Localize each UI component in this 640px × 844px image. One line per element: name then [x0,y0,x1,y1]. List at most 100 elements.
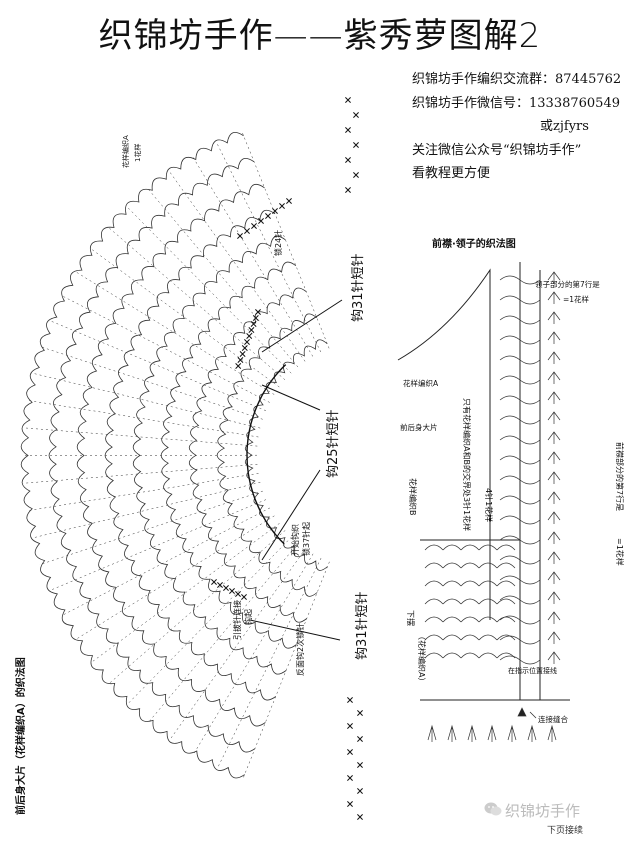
fan-spoke [31,372,261,429]
label-mark-position: 在指示位置接线 [508,666,557,675]
fan-spoke [39,490,263,565]
fan-stitch [547,511,561,524]
fan-ring [48,157,256,753]
x-stitch-mark [347,723,353,729]
label-seam: 连接缝合 [538,714,568,724]
bottom-fan-stitch [487,724,497,742]
fan-stitch [547,391,561,404]
x-stitch-mark [345,187,351,193]
hem-loop [496,652,516,659]
x-stitch-mark [217,582,223,588]
fan-stitch [547,291,561,304]
fan-spoke [60,294,270,403]
fan-spoke [74,515,275,641]
hem-loop [496,562,516,569]
fan-x-marks [211,97,363,820]
label-pattern-a-paren: （花样编织A） [417,632,427,685]
x-stitch-mark [272,208,278,214]
fan-stitch [547,471,561,484]
fan-spoke [169,548,306,741]
fan-spoke [107,530,286,685]
page-title: 织锦坊手作——紫秀萝图解2 [98,16,542,56]
label-hem: 下摆 [406,610,416,626]
hem-loop [460,616,480,623]
hem-loop [478,616,498,623]
fan-stitch [547,431,561,444]
fan-spoke [147,543,299,724]
chain-loop [499,355,541,365]
fan-spoke [39,346,263,420]
x-stitch-mark [241,345,248,351]
front-collar-chart [397,262,570,742]
public-account-line: 关注微信公众号“织锦坊手作” [412,142,582,158]
x-stitch-mark [255,309,261,315]
x-stitch-mark [244,228,250,234]
x-stitch-mark [235,363,242,369]
fan-spoke [126,536,292,705]
label-37-chain: 锁37针起 [301,522,311,556]
fan-stitch [547,491,561,504]
chain-loop [499,595,541,605]
fan-stitch [547,271,561,284]
hem-loop [496,616,516,623]
chain-loop [499,415,541,425]
hem-loop [496,580,516,587]
wechat-icon [484,802,502,816]
hem-loop [460,652,480,659]
fan-ring [76,183,266,727]
fan-stitch [547,331,561,344]
hem-loop [460,544,480,551]
hem-loop [442,544,462,551]
chain-loop [499,515,541,525]
seam-pointer [529,711,537,719]
fan-ring [132,235,287,675]
chain-loop [499,455,541,465]
contact-info: 织锦坊手作编织交流群：87445762 织锦坊手作微信号：13338760549… [412,68,637,186]
x-stitch-mark [345,157,351,163]
bottom-fan-stitch [467,724,477,742]
x-stitch-mark [250,321,257,327]
x-stitch-mark [237,357,244,363]
x-stitch-mark [251,223,257,229]
label-collar-row-side: 前襟部分的第7行是 [615,442,625,511]
x-stitch-mark [347,775,353,781]
x-stitch-mark [229,588,235,594]
chain-loop [499,575,541,585]
label-start: 开始钩织 [290,524,300,556]
fan-stitch [547,451,561,464]
label-pattern-a-right: 花样编织A [403,378,439,388]
label-four-stitch: 4针1花样 [484,488,494,522]
label-one-pattern: 1花样 [133,144,142,162]
fan-stitch [547,631,561,644]
hem-loop [478,598,498,605]
hem-loop [460,562,480,569]
fan-spoke [89,247,280,388]
hem-loop [442,580,462,587]
x-stitch-mark [357,814,363,820]
chain-loop [499,315,541,325]
qq-group-line: 织锦坊手作编织交流群：87445762 [412,72,622,87]
label-one-pattern-right: =1花样 [563,294,590,304]
hem-loop [496,634,516,641]
x-stitch-mark [252,315,259,321]
x-stitch-mark [357,788,363,794]
chain-loop [499,295,541,305]
hem-loop [442,598,462,605]
hem-loop [496,544,516,551]
x-stitch-mark [223,585,229,591]
fan-spoke [31,482,261,539]
chain-loop [499,535,541,545]
leader-lines [249,299,343,641]
hem-loop [442,562,462,569]
x-stitch-mark [246,333,253,339]
tutorial-line: 看教程更方便 [412,166,491,181]
right-diagram-title: 前襟·领子的织法图 [432,237,516,250]
label-pull2: 钩起 [243,609,253,625]
fan-spoke [74,270,275,395]
fan-stitch [547,611,561,624]
fan-spoke [23,464,258,484]
left-caption: 前后身大片（花样编织A）的织法图 [14,657,27,815]
x-stitch-mark [353,112,359,118]
label-31-sc-bottom: 钩31针短针 [355,591,370,660]
